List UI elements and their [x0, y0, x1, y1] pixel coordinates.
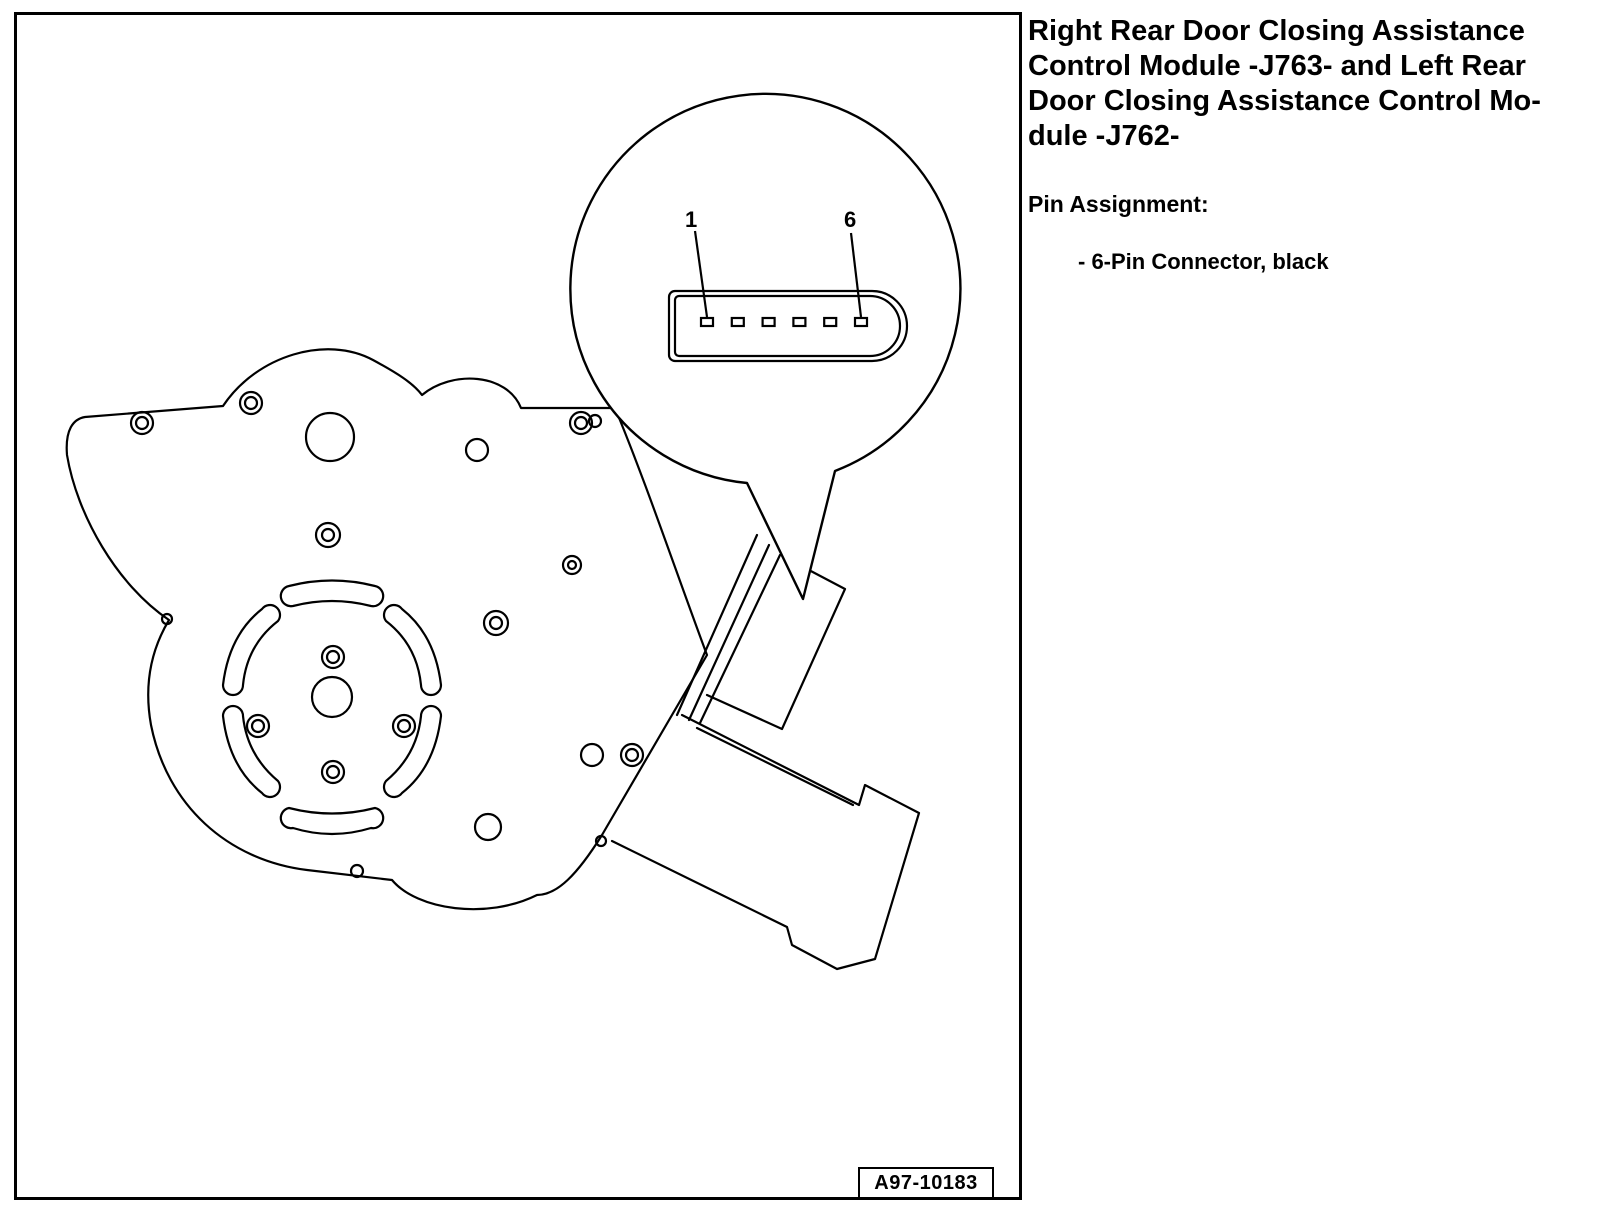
center-hole	[310, 675, 354, 719]
motor-body-edge	[695, 726, 855, 807]
arc-slot	[221, 603, 282, 697]
large-hole	[304, 411, 356, 463]
connector-pin-3	[761, 316, 776, 328]
arc-slot	[279, 579, 385, 608]
hole	[473, 812, 503, 842]
hole	[579, 742, 605, 768]
callout-bubble	[569, 92, 962, 601]
edge-notch	[349, 863, 365, 879]
pin-6-leader	[849, 232, 863, 318]
text-panel: Right Rear Door Closing Assistance Contr…	[1028, 14, 1588, 276]
pin-1-leader	[693, 230, 709, 318]
mounting-boss	[245, 713, 271, 739]
arc-slot	[279, 806, 385, 836]
mounting-boss	[391, 713, 417, 739]
mounting-boss	[314, 521, 342, 549]
mounting-boss	[482, 609, 510, 637]
arc-slot	[221, 704, 282, 799]
connector-pin-5	[823, 316, 838, 328]
mounting-boss	[129, 410, 155, 436]
document-title: Right Rear Door Closing Assistance Contr…	[1028, 15, 1541, 152]
connector-list-item: - 6-Pin Connector, black	[1078, 249, 1329, 274]
edge-notch	[594, 834, 608, 848]
mounting-boss	[320, 759, 346, 785]
connector-callout	[569, 92, 962, 601]
connector-pin-6	[853, 316, 869, 328]
mounting-boss	[619, 742, 645, 768]
connector-socket	[705, 567, 847, 731]
pin-assignment-heading: Pin Assignment:	[1028, 191, 1209, 217]
module-housing-outline	[65, 348, 709, 911]
connector-outline-inner	[673, 294, 902, 358]
motor-body	[610, 713, 921, 971]
edge-notch	[160, 612, 174, 626]
connector-pins	[699, 316, 869, 328]
mounting-boss	[238, 390, 264, 416]
connector-housing	[675, 533, 782, 725]
mounting-boss	[568, 410, 594, 436]
pin-1-label: 1	[685, 207, 697, 232]
connector-pin-2	[730, 316, 745, 328]
connector-pin-4	[792, 316, 807, 328]
edge-notch	[587, 413, 603, 429]
arc-slot	[382, 603, 443, 697]
figure-frame: 1 6 A97-10183	[14, 12, 1022, 1200]
mounting-boss	[561, 554, 583, 576]
control-module-diagram: 1 6	[65, 92, 962, 971]
arc-slot	[382, 704, 443, 799]
mounting-boss	[320, 644, 346, 670]
connector-face	[667, 230, 909, 363]
pin-6-label: 6	[844, 207, 856, 232]
hole	[464, 437, 490, 463]
connector-pin-1	[699, 316, 715, 328]
connector-outline-outer	[667, 289, 909, 363]
figure-id-label: A97-10183	[858, 1167, 994, 1199]
